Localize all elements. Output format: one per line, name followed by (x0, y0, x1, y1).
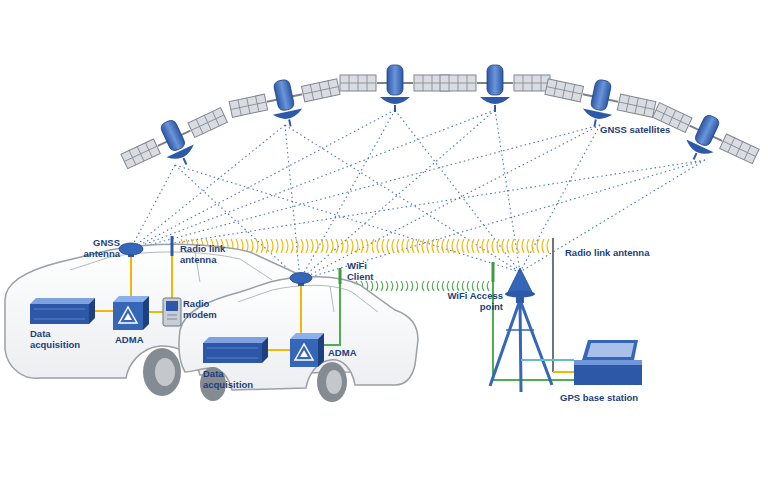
antenna-cable (171, 256, 173, 298)
data-acquisition-unit: Data acquisition (30, 298, 95, 324)
gnss-signal-lines (130, 110, 705, 280)
modem-body (163, 298, 181, 326)
case-rim (574, 360, 642, 365)
unit-top-face (113, 296, 149, 302)
device-label: Radio modem (183, 298, 219, 320)
device-label: GPS base station (560, 392, 680, 403)
adma-unit: ADMA (290, 333, 324, 367)
adma-logo (119, 307, 137, 323)
car-outline (179, 277, 418, 390)
unit-front-face (203, 343, 262, 363)
adma-logo (124, 313, 132, 320)
antenna-label: Radio link antenna (565, 247, 685, 258)
gnss-satellite (227, 69, 344, 138)
device-shape (290, 333, 324, 367)
antenna-label: Radio link antenna (180, 243, 235, 265)
gnss-satellite (117, 99, 237, 188)
gnss-antenna (290, 273, 312, 284)
unit-side-face (143, 296, 149, 330)
unit-top-face (30, 298, 95, 304)
device-shape (163, 298, 181, 326)
radio-link-antenna (552, 238, 554, 372)
unit-side-face (89, 298, 95, 324)
car-wheel (155, 358, 175, 386)
adma-unit: ADMA (113, 296, 149, 330)
signal-cable (268, 349, 290, 351)
antenna-cable (553, 371, 574, 373)
base-gnss-antenna (507, 268, 533, 294)
adma-logo (295, 344, 313, 360)
signal-cable (149, 311, 163, 313)
case-lid-inner (587, 343, 634, 357)
tripod-leg (506, 329, 534, 331)
device-shape (203, 337, 268, 363)
device-shape (574, 340, 642, 385)
unit-side-face (262, 337, 268, 363)
unit-top-face (203, 337, 268, 343)
car-wheel (317, 362, 347, 402)
gnss-satellite (340, 65, 450, 112)
base-gnss-antenna (505, 291, 535, 298)
gnss-antenna (119, 243, 143, 255)
gnss-satellite (440, 65, 550, 112)
gnss-cable (521, 359, 574, 361)
unit-front-face (113, 302, 143, 330)
device-shape (30, 298, 95, 324)
modem-keys (167, 315, 177, 319)
radio-link-waves (372, 238, 550, 254)
antenna-label: WiFi Client (347, 260, 381, 282)
antenna-label: WiFi Access point (441, 290, 503, 312)
device-label: Data acquisition (30, 328, 90, 350)
antenna-cable (300, 285, 302, 333)
adma-logo (300, 350, 308, 357)
wifi-access-point-antenna (492, 262, 495, 282)
gps-base-station: GPS base station (574, 340, 642, 385)
device-label: Data acquisition (203, 368, 263, 390)
radio-modem: Radio modem (163, 298, 181, 326)
satellite-label: GNSS satellites (600, 124, 690, 135)
car-window-line (238, 285, 378, 312)
gnss-satellite (644, 94, 764, 183)
antenna-cable (130, 256, 132, 296)
tripod-leg (490, 300, 552, 392)
device-label: ADMA (115, 334, 165, 345)
unit-side-face (318, 333, 324, 367)
case-lid (582, 340, 638, 360)
device-shape (113, 296, 149, 330)
device-label: ADMA (328, 347, 378, 358)
unit-detail (207, 348, 258, 358)
unit-front-face (290, 339, 318, 367)
signal-cable (95, 310, 113, 312)
car-wheel (326, 370, 342, 394)
case-body (574, 360, 642, 385)
antenna-label: GNSS antenna (76, 237, 120, 259)
wifi-cable (324, 272, 340, 345)
radio-link-antenna (171, 236, 174, 256)
wifi-client-antenna (339, 268, 342, 284)
data-acquisition-unit: Data acquisition (203, 337, 268, 363)
car-wheel (143, 348, 181, 396)
unit-detail (34, 309, 85, 319)
unit-front-face (30, 304, 89, 324)
modem-screen (166, 301, 178, 311)
wifi-cable (493, 262, 574, 380)
